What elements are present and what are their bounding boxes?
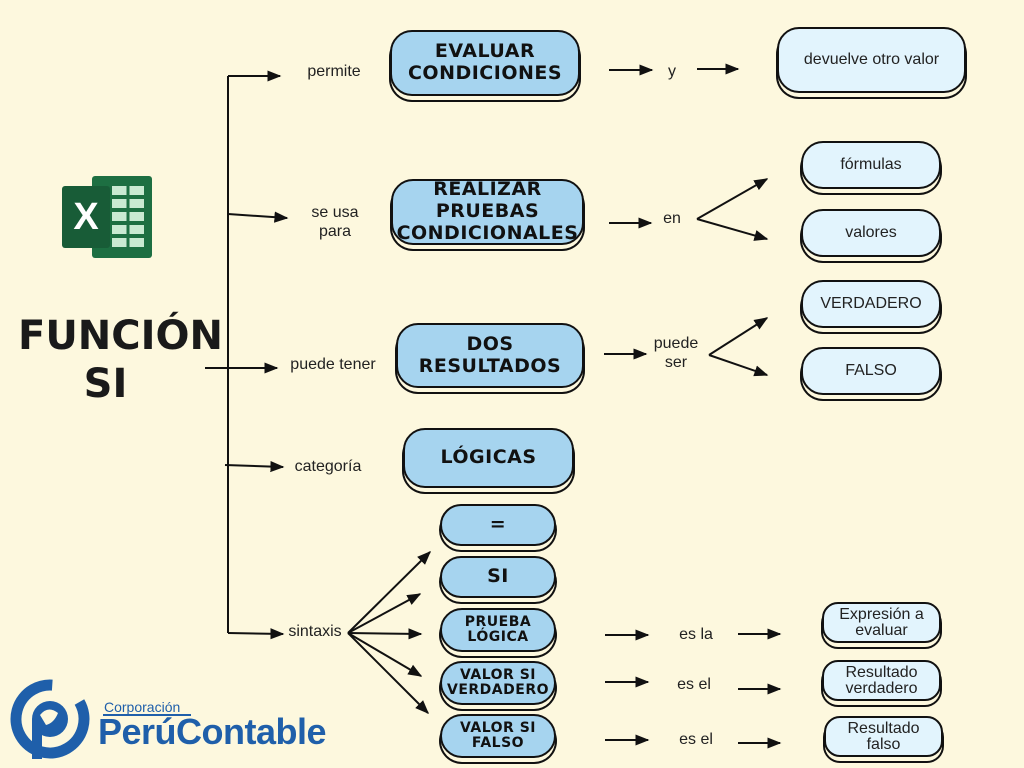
label-categoria: categoría — [294, 458, 362, 475]
node-verdadero: VERDADERO — [801, 280, 941, 328]
node-resultado-falso: Resultado falso — [824, 716, 943, 757]
node-expresion-a-evaluar: Expresión a evaluar — [822, 602, 941, 643]
label-permite: permite — [307, 63, 361, 80]
node-valor-si-verdadero: VALOR SI VERDADERO — [440, 661, 556, 705]
node-formulas: fórmulas — [801, 141, 941, 189]
node-logicas: LÓGICAS — [403, 428, 574, 488]
label-sintaxis: sintaxis — [288, 623, 342, 640]
label-en: en — [663, 210, 681, 227]
label-puede-tener: puede tener — [290, 356, 376, 373]
node-valores: valores — [801, 209, 941, 257]
node-si: SI — [440, 556, 556, 598]
node-realizar-pruebas: REALIZAR PRUEBAS CONDICIONALES — [391, 178, 584, 245]
node-igual: = — [440, 504, 556, 546]
node-evaluar-condiciones: EVALUAR CONDICIONES — [390, 30, 580, 96]
excel-icon: X — [62, 176, 152, 258]
node-prueba-logica: PRUEBA LÓGICA — [440, 608, 556, 652]
label-y: y — [668, 63, 676, 80]
brand-subtitle: Corporación — [104, 699, 181, 715]
node-resultado-verdadero: Resultado verdadero — [822, 660, 941, 701]
node-falso: FALSO — [801, 347, 941, 395]
label-es-la: es la — [679, 626, 713, 643]
node-valor-si-falso: VALOR SI FALSO — [440, 714, 556, 758]
label-se-usa-para: se usa para — [311, 204, 359, 241]
brand-name: PerúContable — [98, 711, 327, 752]
label-puede-ser: puede ser — [653, 335, 699, 372]
node-devuelve-otro-valor: devuelve otro valor — [777, 27, 966, 93]
brand-divider — [103, 714, 191, 716]
label-es-el-1: es el — [677, 676, 711, 693]
excel-letter: X — [73, 196, 99, 238]
peru-contable-logo-icon — [10, 679, 90, 759]
node-dos-resultados: DOS RESULTADOS — [396, 323, 584, 388]
main-title: FUNCIÓN SI — [18, 313, 223, 407]
label-es-el-2: es el — [679, 731, 713, 748]
